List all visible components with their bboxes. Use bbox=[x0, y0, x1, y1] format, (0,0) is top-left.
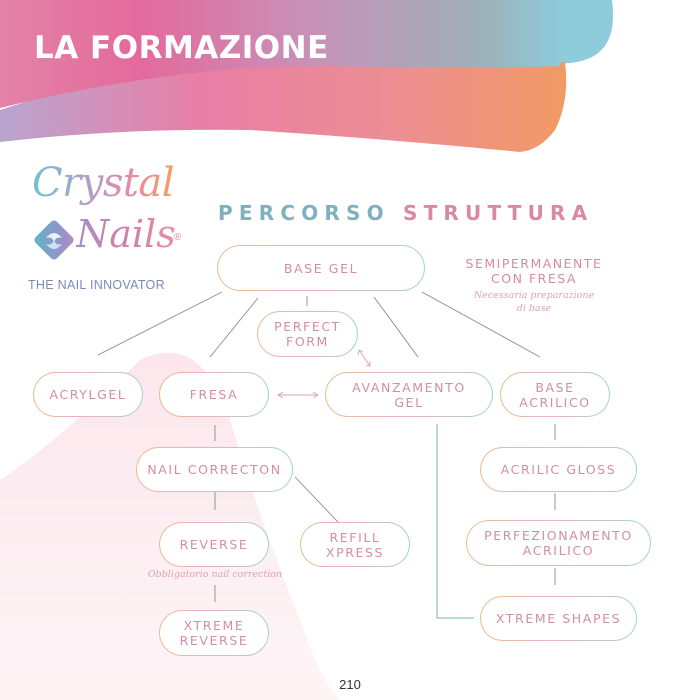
node-xtreme-reverse: XTREME REVERSE bbox=[159, 610, 269, 656]
node-acrylgel: ACRYLGEL bbox=[33, 372, 143, 417]
page-number: 210 bbox=[339, 677, 361, 692]
semipermanente-note-subtitle: Necessaria preparazione di base bbox=[473, 290, 595, 314]
node-xtreme-shapes: XTREME SHAPES bbox=[480, 596, 637, 641]
crystal-nails-logo: Crystal Nails ® THE NAIL INNOVATOR bbox=[28, 160, 198, 300]
logo-nails-text: Nails bbox=[76, 212, 176, 256]
reverse-requirement-note: Obbligatorio nail correction bbox=[147, 569, 283, 580]
logo-tagline: THE NAIL INNOVATOR bbox=[28, 278, 165, 292]
section-title-word-1: PERCORSO bbox=[218, 201, 390, 225]
node-fresa: FRESA bbox=[159, 372, 269, 417]
page-title: LA FORMAZIONE bbox=[34, 30, 329, 66]
diamond-flower-icon bbox=[34, 220, 74, 260]
logo-crystal-text: Crystal bbox=[32, 160, 175, 206]
node-base-acrilico: BASE ACRILICO bbox=[500, 372, 610, 417]
node-perfect-form: PERFECT FORM bbox=[257, 311, 358, 357]
registered-mark: ® bbox=[174, 232, 182, 243]
node-avanzamento-gel: AVANZAMENTO GEL bbox=[325, 372, 493, 417]
semipermanente-note-title: SEMIPERMANENTE CON FRESA bbox=[465, 256, 603, 286]
node-perfezionamento-acrilico: PERFEZIONAMENTO ACRILICO bbox=[466, 520, 651, 566]
section-title-word-2: STRUTTURA bbox=[402, 201, 594, 225]
section-title: PERCORSO STRUTTURA bbox=[218, 201, 593, 225]
node-refill-xpress: REFILL XPRESS bbox=[300, 522, 410, 567]
node-reverse: REVERSE bbox=[159, 522, 269, 567]
node-acrilic-gloss: ACRILIC GLOSS bbox=[480, 447, 637, 492]
node-base-gel: BASE GEL bbox=[217, 245, 425, 291]
node-nail-correcton: NAIL CORRECTON bbox=[136, 447, 293, 492]
